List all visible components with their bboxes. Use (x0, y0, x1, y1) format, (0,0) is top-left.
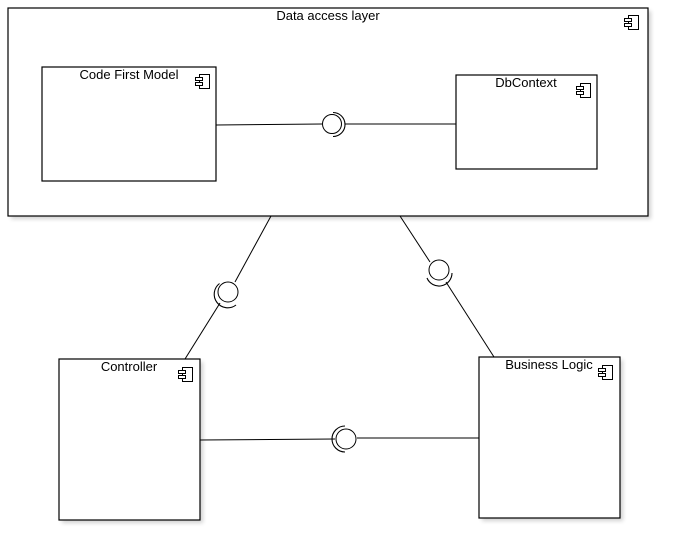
provided-interface-circle (322, 114, 342, 134)
controller-component[interactable]: Controller (58, 358, 201, 521)
provided-interface-circle (217, 281, 239, 303)
dbcontext-label: DbContext (495, 75, 557, 90)
connector-model-dbcontext (215, 111, 456, 138)
connector-controller-data-access (184, 215, 272, 360)
component-icon (598, 365, 613, 380)
provided-interface-circle (428, 259, 450, 281)
component-icon (624, 15, 639, 30)
code-first-model-label: Code First Model (80, 67, 179, 82)
code-first-model-box (41, 66, 217, 182)
business-logic-component[interactable]: Business Logic (478, 356, 621, 519)
required-interface-socket (213, 283, 237, 309)
required-interface-socket (331, 425, 346, 453)
controller-label: Controller (101, 359, 158, 374)
dbcontext-component[interactable]: DbContext (455, 74, 598, 170)
component-icon (178, 367, 193, 382)
dbcontext-box (455, 74, 598, 170)
code-first-model-component[interactable]: Code First Model (41, 66, 217, 182)
connector-line (234, 215, 272, 283)
business-logic-label: Business Logic (505, 357, 593, 372)
controller-box (58, 358, 201, 521)
connector-line (215, 123, 323, 126)
component-icon (576, 83, 591, 98)
required-interface-socket (426, 272, 453, 287)
business-logic-box (478, 356, 621, 519)
component-icon (195, 74, 210, 89)
provided-interface-circle (335, 428, 357, 450)
connector-line (445, 281, 495, 358)
connector-line (184, 302, 221, 360)
connector-business-data-access (399, 215, 495, 358)
connector-controller-business (199, 425, 479, 453)
connector-line (399, 215, 431, 263)
connector-line (199, 438, 336, 441)
required-interface-socket (332, 111, 346, 138)
data-access-layer-title: Data access layer (276, 8, 380, 23)
